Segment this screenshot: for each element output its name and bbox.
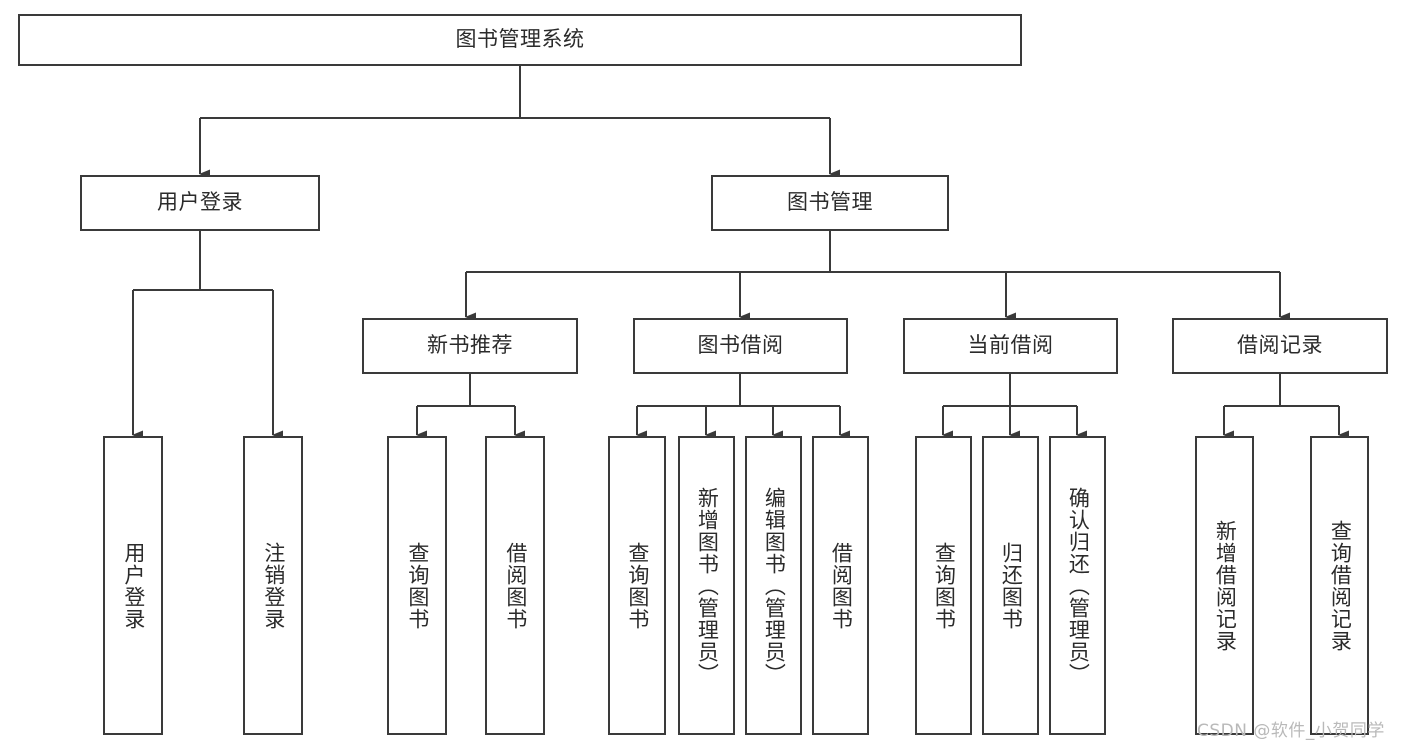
node-leaf-add-record[interactable]: 新增借阅记录 [1195,436,1254,735]
node-label: 用户登录 [157,190,243,215]
node-label: 新书推荐 [427,333,513,358]
node-user-login[interactable]: 用户登录 [80,175,320,231]
node-book-manage[interactable]: 图书管理 [711,175,949,231]
node-leaf-edit-book[interactable]: 编辑图书（管理员） [745,436,802,735]
node-leaf-borrow-book-1[interactable]: 借阅图书 [485,436,545,735]
node-leaf-query-book-1[interactable]: 查询图书 [387,436,447,735]
node-leaf-confirm-return[interactable]: 确认归还（管理员） [1049,436,1106,735]
node-leaf-query-record[interactable]: 查询借阅记录 [1310,436,1369,735]
node-label: 查询图书 [932,541,957,630]
node-label: 图书管理 [787,190,873,215]
node-leaf-return-book[interactable]: 归还图书 [982,436,1039,735]
node-book-borrow[interactable]: 图书借阅 [633,318,848,374]
node-new-book-recommend[interactable]: 新书推荐 [362,318,578,374]
node-label: 查询图书 [625,541,650,630]
node-label: 查询借阅记录 [1328,519,1353,652]
node-label: 借阅图书 [829,541,854,630]
node-label: 用户登录 [121,541,146,630]
node-label: 当前借阅 [967,333,1054,358]
node-label: 编辑图书（管理员） [762,486,787,685]
node-leaf-logout[interactable]: 注销登录 [243,436,303,735]
node-label: 借阅图书 [503,541,528,630]
node-label: 借阅记录 [1237,333,1323,358]
node-leaf-borrow-book-2[interactable]: 借阅图书 [812,436,869,735]
node-current-borrow[interactable]: 当前借阅 [903,318,1118,374]
node-leaf-query-book-3[interactable]: 查询图书 [915,436,972,735]
connector-lines [131,66,1349,440]
watermark-text: CSDN @软件_小贺同学 [1197,721,1385,741]
node-label: 图书管理系统 [455,27,585,52]
node-label: 图书借阅 [697,333,784,358]
node-leaf-query-book-2[interactable]: 查询图书 [608,436,666,735]
node-leaf-add-book[interactable]: 新增图书（管理员） [678,436,735,735]
node-label: 新增借阅记录 [1213,519,1238,652]
node-root[interactable]: 图书管理系统 [18,14,1022,66]
node-borrow-record[interactable]: 借阅记录 [1172,318,1388,374]
node-label: 确认归还（管理员） [1066,486,1091,685]
node-label: 新增图书（管理员） [695,486,720,685]
node-leaf-user-login[interactable]: 用户登录 [103,436,163,735]
node-label: 查询图书 [405,541,430,630]
node-label: 注销登录 [261,541,286,630]
node-label: 归还图书 [999,541,1024,630]
